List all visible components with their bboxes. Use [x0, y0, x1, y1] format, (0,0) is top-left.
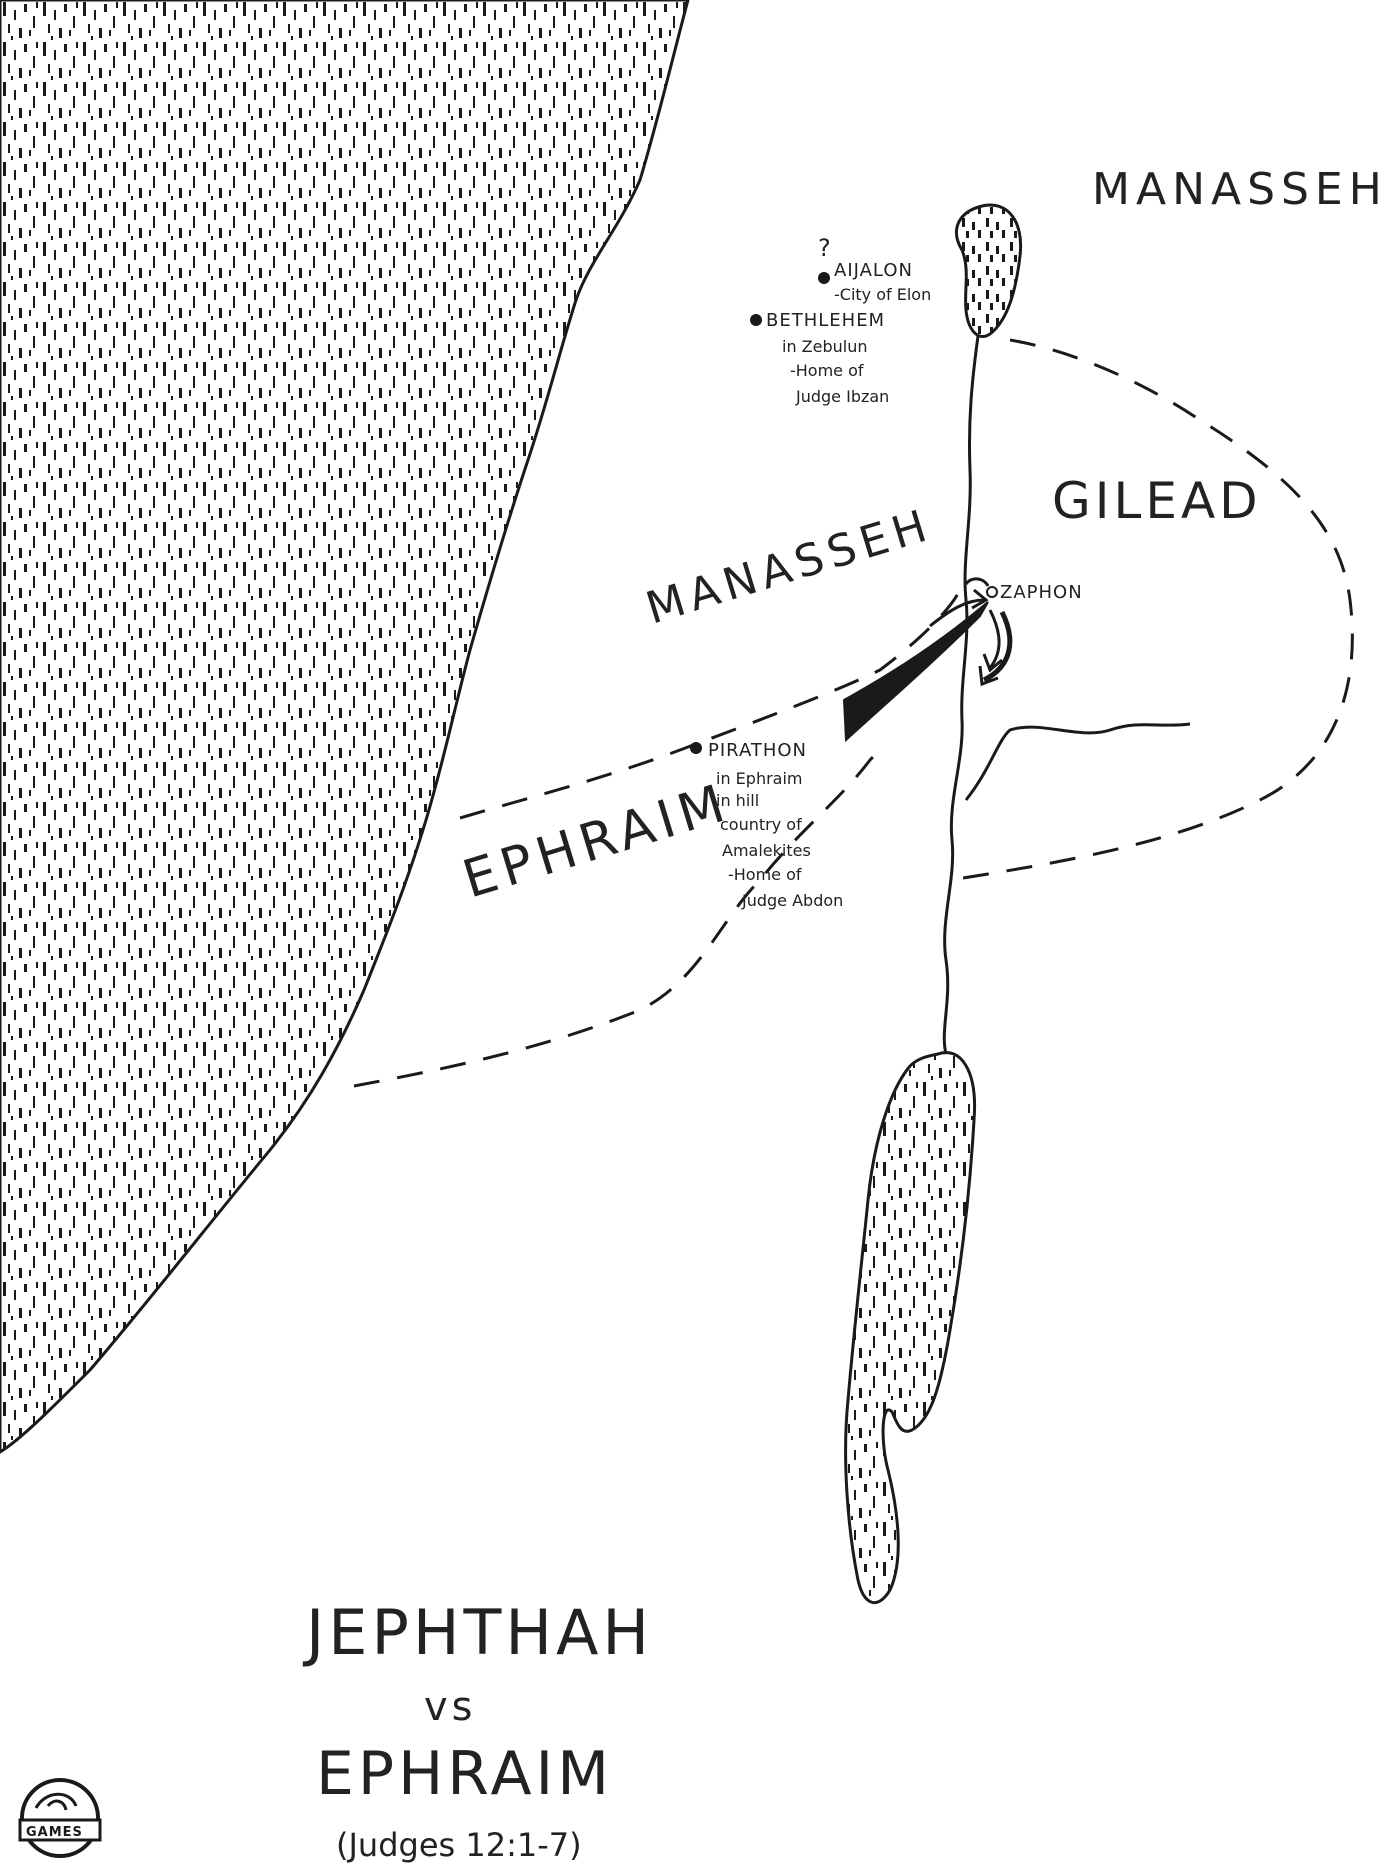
pirathon-note-line-5: -Home of [728, 865, 802, 884]
region-label-manasseh-west: MANASSEH [640, 499, 938, 634]
gilead-boundary [949, 338, 1354, 882]
aijalon-label: AIJALON [834, 260, 913, 281]
bethlehem-note-line-2: -Home of [790, 361, 864, 380]
region-label-gilead: GILEAD [1052, 472, 1262, 530]
zaphon-arrow-head [971, 588, 989, 610]
title-line-1: JEPHTHAH [302, 1596, 653, 1669]
bethlehem-dot [750, 314, 762, 326]
galyn-games-logo: GAMES [18, 1778, 102, 1858]
zaphon-dot [986, 586, 998, 598]
aijalon-dot [818, 272, 830, 284]
bethlehem-note-line-1: in Zebulun [782, 337, 868, 356]
jordan-river [942, 335, 980, 1055]
ephraim-advance-arrow [842, 601, 989, 743]
gilead-counter-arrow-1-head [982, 653, 1003, 673]
ephraim-boundary-north [459, 589, 962, 820]
bethlehem-note-line-3: Judge Ibzan [795, 387, 889, 406]
aijalon-note: -City of Elon [834, 285, 931, 304]
gilead-counter-arrow-1 [988, 609, 1001, 669]
dead-sea [844, 1051, 977, 1605]
bethlehem-label: BETHLEHEM [766, 310, 885, 331]
svg-text:GAMES: GAMES [26, 1825, 83, 1840]
pirathon-dot [690, 742, 702, 754]
title-reference: (Judges 12:1-7) [336, 1826, 582, 1864]
title-line-3: EPHRAIM [316, 1739, 613, 1809]
ephraim-boundary-south [353, 746, 885, 1088]
title-line-2: vs [424, 1684, 477, 1730]
gilead-counter-arrow-2 [982, 610, 1013, 683]
pirathon-note-line-2: in hill [716, 791, 759, 810]
pirathon-note-line-4: Amalekites [722, 841, 811, 860]
gilead-counter-arrow-2-head [978, 665, 999, 687]
zaphon-label: ZAPHON [1000, 582, 1083, 603]
sea-of-galilee [955, 203, 1023, 338]
region-label-manasseh-east: MANASSEH [1092, 164, 1388, 215]
pirathon-label: PIRATHON [708, 740, 807, 761]
region-label-ephraim: EPHRAIM [456, 773, 737, 911]
zaphon-mark [964, 577, 990, 587]
mediterranean-sea [0, 0, 690, 1454]
pirathon-note-line-1: in Ephraim [716, 769, 803, 788]
pirathon-note-line-3: country of [720, 815, 802, 834]
pirathon-note-line-6: Judge Abdon [741, 891, 843, 910]
zaphon-arrow-in [929, 598, 985, 628]
aijalon-question-mark: ? [818, 234, 832, 262]
jabbok-river [964, 722, 1191, 801]
